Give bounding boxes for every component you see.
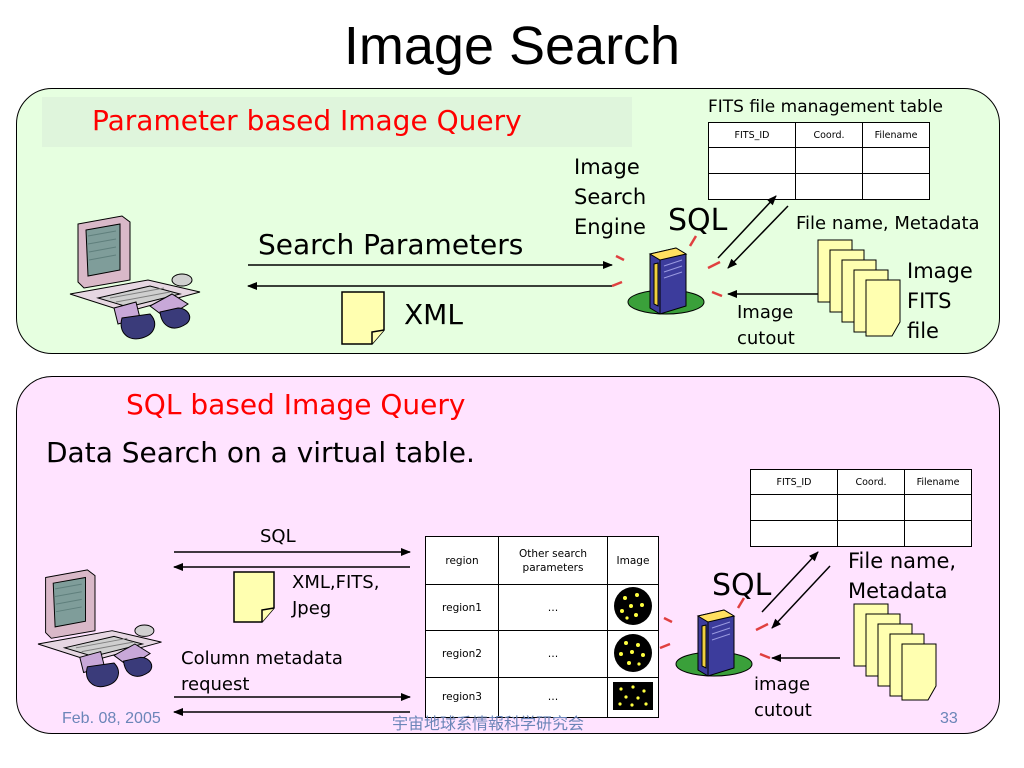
- filename-line: File name,: [848, 549, 957, 573]
- sql-query-heading: SQL based Image Query: [126, 388, 466, 421]
- virtual-table-subheading: Data Search on a virtual table.: [46, 436, 475, 469]
- xml-fits-jpeg-label: XML,FITS, Jpeg: [292, 570, 379, 622]
- fits-file-line: FITS: [907, 289, 952, 313]
- fits-table-header: Coord.: [837, 469, 905, 495]
- sql-arrow-up: [717, 195, 777, 259]
- table-row: region3 …: [425, 676, 659, 719]
- file-stack-icon: [817, 239, 901, 337]
- sql-small-label: SQL: [260, 526, 296, 547]
- fits-table-header: Coord.: [795, 122, 863, 148]
- sql-label: SQL: [668, 203, 728, 238]
- image-cell: [607, 630, 659, 678]
- image-search-engine-label: Image Search Engine: [574, 152, 646, 242]
- footer-date: Feb. 08, 2005: [62, 710, 161, 727]
- table-row: [750, 520, 972, 547]
- page-number: 33: [940, 710, 958, 727]
- column-metadata-label: Column metadata request: [181, 646, 343, 698]
- image-cutout-label: Image cutout: [737, 300, 795, 352]
- xml-label: XML: [404, 298, 463, 331]
- parameter-query-heading: Parameter based Image Query: [92, 104, 522, 137]
- fits-management-table-2: FITS_ID Coord. Filename: [750, 469, 972, 547]
- parameter-query-heading-band: [42, 97, 632, 147]
- document-icon: [233, 571, 275, 623]
- virtual-table-header: Other search parameters: [498, 536, 608, 585]
- fits-management-table: FITS_ID Coord. Filename: [708, 122, 930, 200]
- fits-table-header: Filename: [862, 122, 930, 148]
- star-image-icon: [614, 587, 652, 626]
- other-params-cell: …: [498, 676, 608, 719]
- filename-line: Metadata: [848, 579, 948, 603]
- engine-label-line: Search: [574, 185, 647, 209]
- region-cell: region1: [425, 583, 499, 632]
- metadata-arrow-down: [771, 565, 831, 629]
- slide-title: Image Search: [343, 16, 681, 76]
- footer-center-text: 宇宙地球系情報科学研究会: [392, 716, 585, 733]
- cutout-line: cutout: [737, 328, 795, 349]
- image-cell: [607, 583, 659, 632]
- document-icon: [341, 291, 385, 345]
- fits-table-header: Filename: [904, 469, 972, 495]
- star-image-icon: [614, 633, 652, 672]
- server-icon: [659, 597, 771, 677]
- server-icon: [611, 235, 723, 315]
- cutout-line: image: [754, 674, 811, 695]
- table-row: region2 …: [425, 630, 659, 678]
- filename-metadata-label: File name, Metadata: [796, 213, 980, 234]
- file-stack-icon: [853, 603, 937, 701]
- cutout-line: cutout: [754, 700, 812, 721]
- search-parameters-label: Search Parameters: [258, 228, 524, 261]
- image-cell: [607, 676, 659, 719]
- fits-table-header: FITS_ID: [708, 122, 796, 148]
- engine-label-line: Engine: [574, 215, 646, 239]
- virtual-table: region Other search parameters Image reg…: [425, 536, 659, 719]
- sql-big-label: SQL: [712, 568, 772, 603]
- fits-file-line: Image: [907, 259, 973, 283]
- column-metadata-line: request: [181, 674, 250, 695]
- sql-arrow-up: [761, 551, 819, 613]
- image-fits-file-label: Image FITS file: [907, 256, 973, 346]
- xml-line: Jpeg: [292, 598, 332, 619]
- table-row: [708, 147, 930, 174]
- computer-user-icon: [37, 569, 162, 688]
- column-metadata-line: Column metadata: [181, 648, 343, 669]
- region-cell: region3: [425, 676, 499, 719]
- other-params-cell: …: [498, 630, 608, 678]
- engine-label-line: Image: [574, 155, 640, 179]
- star-image-icon: [613, 681, 653, 710]
- fits-file-line: file: [907, 319, 939, 343]
- table-row: [708, 173, 930, 200]
- xml-line: XML,FITS,: [292, 572, 380, 593]
- cutout-line: Image: [737, 302, 794, 323]
- fits-table-caption: FITS file management table: [708, 97, 944, 117]
- image-cutout-label-2: image cutout: [754, 672, 812, 724]
- filename-metadata-label-2: File name, Metadata: [848, 546, 956, 606]
- metadata-arrow-down: [727, 205, 789, 269]
- table-row: region1 …: [425, 583, 659, 632]
- computer-user-icon: [69, 215, 201, 340]
